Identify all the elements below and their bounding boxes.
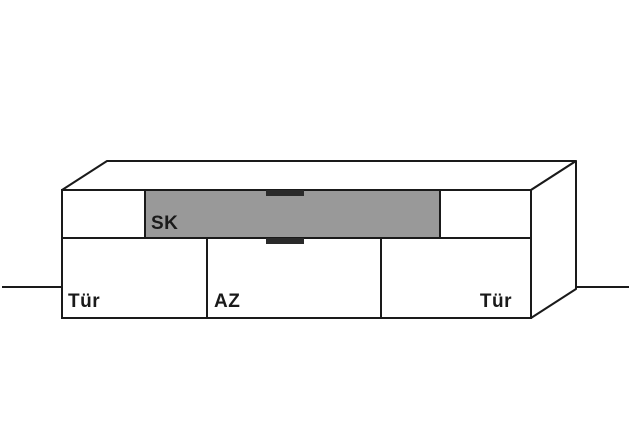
flap-sk-panel [144, 189, 441, 239]
label-door-left: Tür [68, 291, 100, 312]
grip-notch-middle-door [266, 238, 304, 244]
grip-notch-flap [266, 190, 304, 196]
cabinet-right-face [530, 160, 577, 319]
label-compartment-az: AZ [214, 291, 240, 312]
cabinet-top-face [61, 160, 577, 191]
label-door-right: Tür [480, 291, 512, 312]
label-flap-sk: SK [151, 213, 178, 234]
